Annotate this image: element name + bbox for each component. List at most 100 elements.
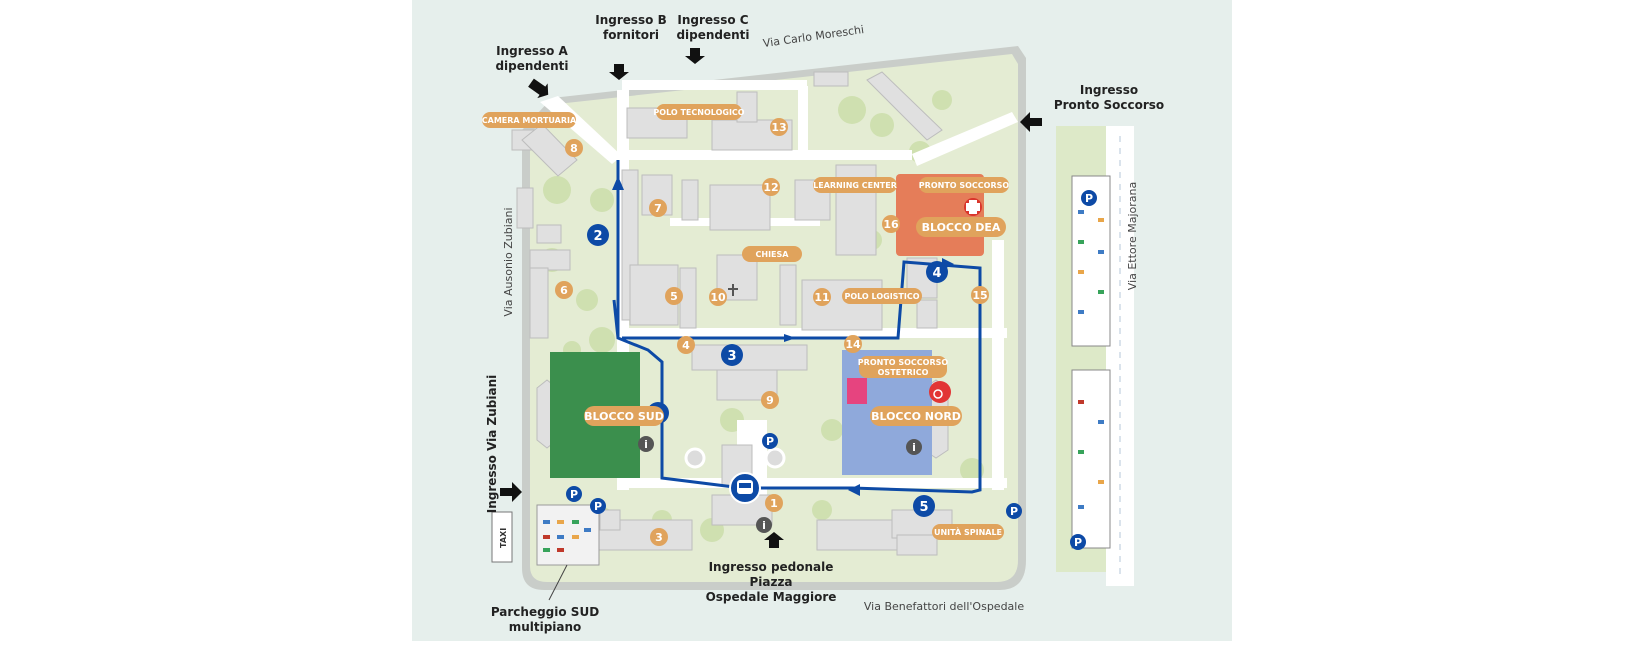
label-polo-tecnologico: POLO TECNOLOGICO [653, 104, 745, 120]
svg-text:P: P [594, 500, 602, 513]
plaza-fountain-left [684, 447, 706, 469]
parking-icon-east-north: P [1081, 190, 1097, 206]
building-marker-10: 10 [709, 288, 727, 306]
building-marker-6: 6 [555, 281, 573, 299]
label-ps-ostetrico: PRONTO SOCCORSO OSTETRICO [858, 356, 949, 378]
svg-text:5: 5 [670, 290, 678, 303]
svg-text:CHIESA: CHIESA [756, 250, 790, 259]
road-via-benefattori: Via Benefattori dell'Ospedale [864, 600, 1024, 613]
info-icon-entrance: i [756, 517, 772, 533]
building-marker-12: 12 [762, 178, 780, 196]
label-ingresso-b: Ingresso B fornitori [595, 13, 667, 42]
bus-stop-icon [729, 472, 761, 504]
svg-text:P: P [1074, 536, 1082, 549]
svg-text:13: 13 [771, 121, 786, 134]
svg-text:4: 4 [932, 266, 941, 281]
hospital-map: TAXI 1 2 3 4 5 P [412, 0, 1232, 641]
svg-text:10: 10 [710, 291, 726, 304]
route-step-5: 5 [913, 495, 935, 517]
label-blocco-sud: BLOCCO SUD [584, 406, 664, 426]
building-marker-14: 14 [844, 335, 862, 353]
east-parking-south [1071, 369, 1111, 549]
building-marker-5: 5 [665, 287, 683, 305]
svg-text:PRONTO SOCCORSO: PRONTO SOCCORSO [858, 358, 949, 367]
taxi-stand [491, 511, 513, 563]
svg-text:PRONTO SOCCORSO: PRONTO SOCCORSO [919, 181, 1010, 190]
svg-text:dipendenti: dipendenti [676, 28, 749, 42]
label-chiesa: CHIESA [742, 246, 802, 262]
svg-text:dipendenti: dipendenti [495, 59, 568, 73]
svg-text:Piazza: Piazza [749, 575, 792, 589]
arrow-ingresso-ps [1020, 112, 1042, 132]
arrow-ingresso-b [609, 64, 629, 80]
info-icon-blocco-sud: i [638, 436, 654, 452]
building-marker-4: 4 [677, 336, 695, 354]
svg-text:5: 5 [919, 500, 928, 515]
obstetric-emergency-icon [929, 381, 951, 403]
svg-text:12: 12 [763, 181, 778, 194]
building-marker-16: 16 [882, 215, 900, 233]
parking-icon-plaza: P [762, 433, 778, 449]
label-camera-mortuaria: CAMERA MORTUARIA [482, 112, 577, 128]
svg-text:4: 4 [682, 339, 690, 352]
building-marker-3: 3 [650, 528, 668, 546]
ps-ostetrico-building [847, 378, 867, 404]
building-marker-13: 13 [770, 118, 788, 136]
arrow-ingresso-a [528, 78, 549, 99]
svg-text:i: i [644, 438, 648, 451]
svg-text:P: P [1085, 192, 1093, 205]
arrow-ingresso-c [685, 48, 705, 64]
svg-text:2: 2 [593, 229, 602, 244]
svg-text:Parcheggio SUD: Parcheggio SUD [491, 605, 599, 619]
svg-text:i: i [912, 441, 916, 454]
entrance-arrows [500, 48, 1042, 548]
building-marker-8: 8 [565, 139, 583, 157]
map-canvas: TAXI 1 2 3 4 5 P [412, 0, 1232, 641]
church-icon [728, 284, 738, 296]
route-step-3: 3 [721, 344, 743, 366]
label-blocco-dea: BLOCCO DEA [916, 217, 1006, 237]
label-polo-logistico: POLO LOGISTICO [842, 288, 922, 304]
buildings [511, 71, 953, 556]
svg-text:15: 15 [972, 289, 987, 302]
svg-text:LEARNING CENTER: LEARNING CENTER [813, 181, 897, 190]
svg-text:i: i [762, 519, 766, 532]
svg-text:Ospedale Maggiore: Ospedale Maggiore [706, 590, 837, 604]
parcheggio-sud-leader [548, 564, 568, 601]
svg-text:3: 3 [727, 349, 736, 364]
route-arrow-west [848, 484, 860, 496]
arrow-ingresso-pedonale [764, 532, 784, 548]
parking-icon-southeast: P [1006, 503, 1022, 519]
svg-text:POLO LOGISTICO: POLO LOGISTICO [844, 292, 919, 301]
parking-icon-south-1: P [566, 486, 582, 502]
svg-text:Ingresso A: Ingresso A [496, 44, 568, 58]
parking-cars-sud [543, 520, 591, 552]
parking-cars-east [1078, 210, 1104, 509]
svg-text:P: P [1010, 505, 1018, 518]
road-via-ausonio-zubiani: Via Ausonio Zubiani [502, 207, 515, 316]
route-arrow-east [784, 334, 796, 342]
label-blocco-nord: BLOCCO NORD [870, 406, 962, 426]
svg-text:P: P [570, 488, 578, 501]
route-step-2: 2 [587, 224, 609, 246]
parking-icon-east-south: P [1070, 534, 1086, 550]
svg-text:11: 11 [814, 291, 829, 304]
building-marker-7: 7 [649, 199, 667, 217]
svg-text:POLO TECNOLOGICO: POLO TECNOLOGICO [653, 108, 744, 117]
label-ingresso-a: Ingresso A dipendenti [495, 44, 568, 73]
svg-text:Ingresso pedonale: Ingresso pedonale [709, 560, 834, 574]
parking-icon-south-2: P [590, 498, 606, 514]
building-marker-15: 15 [971, 286, 989, 304]
svg-text:7: 7 [654, 202, 662, 215]
svg-text:6: 6 [560, 284, 568, 297]
label-pronto-soccorso: PRONTO SOCCORSO [919, 177, 1010, 193]
info-icon-blocco-nord: i [906, 439, 922, 455]
svg-text:Pronto Soccorso: Pronto Soccorso [1054, 98, 1164, 112]
emergency-cross-icon [964, 198, 982, 216]
svg-text:Ingresso C: Ingresso C [677, 13, 748, 27]
svg-text:Ingresso B: Ingresso B [595, 13, 667, 27]
label-unita-spinale: UNITÀ SPINALE [932, 524, 1004, 540]
svg-text:16: 16 [883, 218, 899, 231]
svg-text:Ingresso: Ingresso [1080, 83, 1138, 97]
route-step-4: 4 [926, 261, 948, 283]
